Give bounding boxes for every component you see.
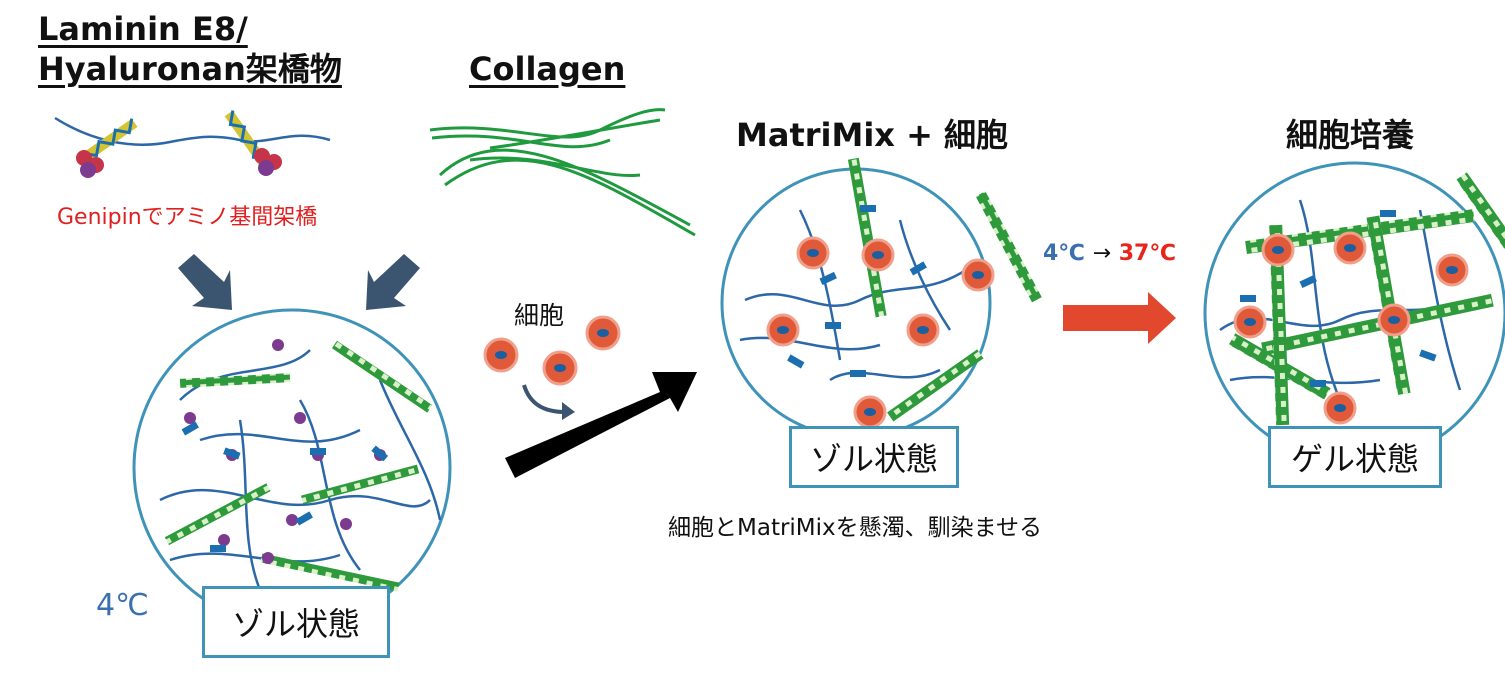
collagen-fiber-icon bbox=[429, 108, 696, 237]
laminin-title-line1: Laminin E8/ bbox=[38, 10, 248, 48]
gel-state-box: ゲル状態 bbox=[1268, 426, 1442, 488]
genipin-label: Genipinでアミノ基間架橋 bbox=[57, 205, 318, 230]
cell-icon bbox=[483, 315, 621, 420]
temp-from: 4℃ bbox=[1043, 241, 1085, 266]
sol-state-box-left: ゾル状態 bbox=[202, 586, 390, 658]
temp-to: 37℃ bbox=[1118, 241, 1176, 266]
sol-circle-left bbox=[132, 308, 452, 628]
sol-state-box-middle: ゾル状態 bbox=[789, 426, 959, 488]
down-arrow-icon bbox=[178, 254, 420, 310]
gel-circle-right bbox=[1203, 161, 1505, 465]
red-arrow-icon bbox=[1063, 292, 1176, 344]
cell-culture-title: 細胞培養 bbox=[1286, 116, 1415, 154]
laminin-molecule-icon bbox=[54, 110, 331, 178]
laminin-title-line2: Hyaluronan架橋物 bbox=[38, 50, 342, 88]
sol-state-label-middle: ゾル状態 bbox=[809, 440, 938, 478]
sol-state-label-left: ゾル状態 bbox=[231, 605, 360, 643]
collagen-title: Collagen bbox=[469, 50, 626, 88]
temp-arrow: → bbox=[1092, 241, 1112, 266]
gel-state-label: ゲル状態 bbox=[1290, 440, 1419, 478]
suspend-note: 細胞とMatriMixを懸濁、馴染ませる bbox=[668, 515, 1042, 541]
cells-label: 細胞 bbox=[514, 301, 565, 330]
temp-left-label: 4℃ bbox=[96, 588, 149, 623]
temperature-change: 4℃ → 37℃ bbox=[1043, 241, 1176, 266]
sol-circle-middle bbox=[720, 157, 1042, 439]
matrimix-cells-title: MatriMix + 細胞 bbox=[736, 116, 1009, 154]
black-arrow-icon bbox=[505, 372, 697, 478]
